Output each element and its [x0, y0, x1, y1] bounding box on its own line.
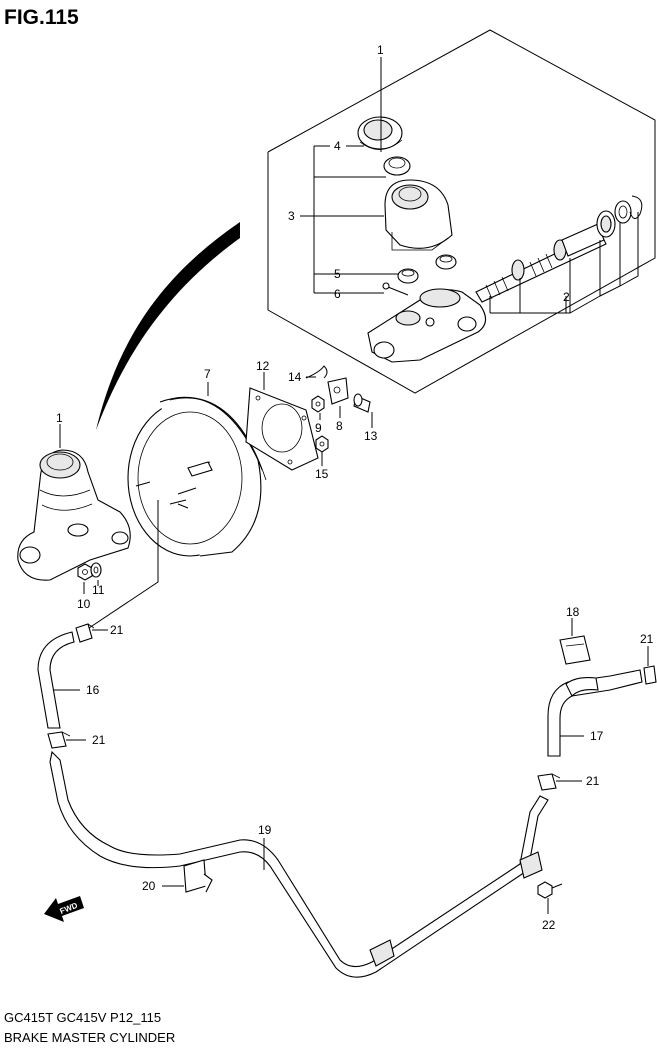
callout-21-d: 21: [586, 774, 600, 788]
callout-7: 7: [204, 367, 211, 381]
hose-clamp-d: [537, 773, 561, 791]
leaders-exploded: [300, 57, 639, 314]
leader-booster-to-hose: [79, 500, 159, 635]
master-cylinder-reservoir: [384, 179, 453, 251]
piston-washer: [614, 200, 632, 224]
callout-3: 3: [288, 209, 295, 223]
callout-2: 2: [563, 290, 570, 304]
hose-clamp-b: [47, 731, 71, 749]
figure-title: FIG.115: [4, 6, 79, 29]
vacuum-pipe-19: [49, 750, 549, 978]
reservoir-grommet: [397, 268, 419, 284]
clevis-pin-clip: [305, 365, 328, 379]
vacuum-hose-16: [37, 631, 75, 729]
circlip: [629, 195, 643, 219]
callout-9: 9: [315, 421, 322, 435]
callout-15: 15: [315, 467, 329, 481]
brake-booster: [127, 396, 267, 557]
hose-clamp-a: [75, 623, 95, 643]
callout-19: 19: [258, 823, 272, 837]
master-cylinder-body: [367, 288, 487, 363]
washer-11: [90, 562, 102, 578]
callout-5: 5: [334, 267, 341, 281]
callout-4: 4: [334, 139, 341, 153]
piston-assembly: [475, 223, 607, 303]
callout-20: 20: [142, 879, 156, 893]
nut-10: [77, 563, 93, 581]
callout-21-b: 21: [92, 733, 106, 747]
reservoir-strainer: [383, 156, 411, 176]
fwd-direction-arrow: FWD: [44, 896, 84, 922]
pipe-clamp-20: [183, 859, 213, 893]
exploded-view-arrow: [96, 222, 240, 430]
callout-16: 16: [86, 683, 100, 697]
nut-9: [311, 395, 325, 413]
vacuum-hose-17: [547, 669, 643, 757]
callout-11: 11: [92, 583, 105, 597]
piston-cup-seal: [596, 210, 616, 238]
leaders-booster: [207, 372, 373, 466]
callout-10: 10: [77, 597, 91, 611]
callout-1-left: 1: [56, 411, 63, 425]
callout-13: 13: [364, 429, 378, 443]
callout-17: 17: [590, 729, 604, 743]
bolt-22: [537, 881, 563, 899]
callout-22: 22: [542, 918, 556, 932]
callout-14: 14: [288, 370, 302, 384]
callout-6: 6: [334, 287, 341, 301]
callout-8: 8: [336, 419, 343, 433]
nut-15: [315, 435, 329, 453]
master-cylinder-assembled: [17, 449, 131, 581]
master-cylinder-reservoir-cap: [357, 116, 403, 150]
hose-clamp-c: [643, 665, 657, 685]
callout-numbers: 1 4 3 5 6 2 7 12 14 8 9 13 15 1 11 10 21…: [56, 43, 654, 932]
exploded-view-frame: [267, 29, 656, 394]
callout-1-top: 1: [377, 43, 384, 57]
reservoir-pin: [382, 282, 409, 296]
clevis-pin-13: [353, 393, 371, 413]
leaders-left-cylinder: [59, 424, 99, 594]
callout-21-a: 21: [110, 623, 124, 637]
figure-caption: BRAKE MASTER CYLINDER: [4, 1030, 175, 1045]
reservoir-grommet-large: [435, 254, 457, 270]
check-valve-18: [559, 635, 591, 665]
model-code: GC415T GC415V P12_115: [4, 1010, 161, 1025]
clevis-8: [327, 377, 349, 405]
callout-21-c: 21: [640, 632, 654, 646]
callout-12: 12: [256, 359, 270, 373]
callout-18: 18: [566, 605, 580, 619]
leaders-lower: [54, 618, 649, 914]
booster-gasket: [245, 387, 319, 471]
